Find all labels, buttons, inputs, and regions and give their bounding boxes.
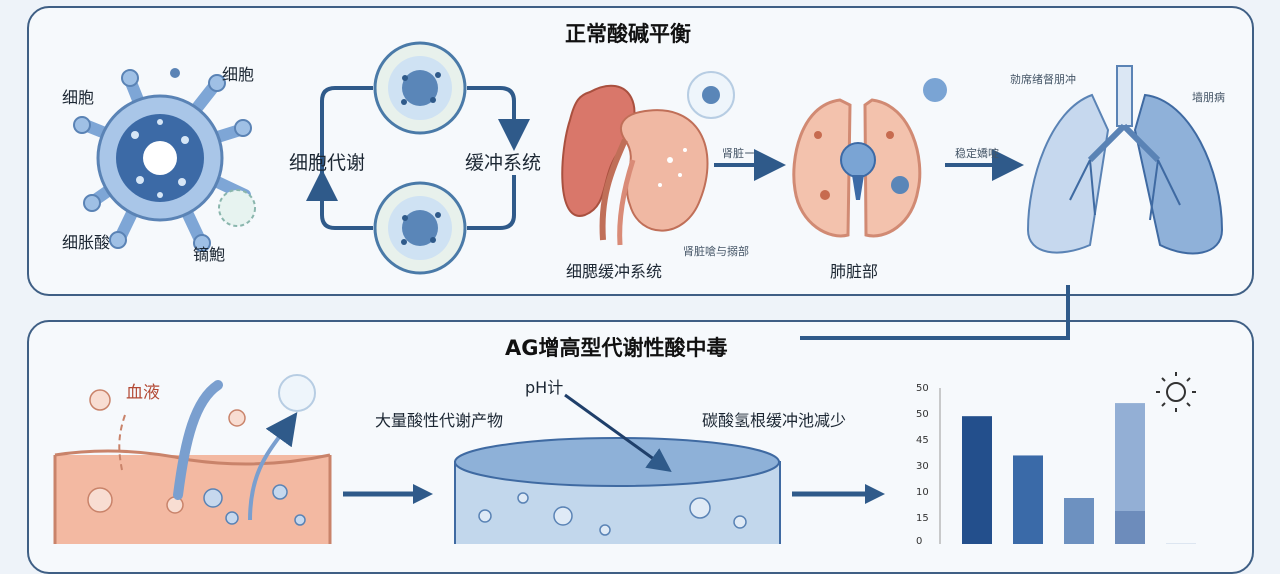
cycle-right-label: 缓冲系统 [465, 148, 541, 175]
chart-bar [1064, 498, 1094, 544]
cell-icon [74, 68, 255, 251]
blood-container-illustration [55, 375, 330, 544]
ag-acidosis-title: AG增高型代谢性酸中毒 [505, 332, 728, 362]
cell-label-bottomleft: 细胀酸 [62, 229, 110, 253]
ph-meter-label: pH计 [525, 374, 563, 398]
kidney-illustration [562, 72, 734, 245]
cycle-left-label: 细胞代谢 [289, 148, 365, 175]
chart-y-tick: 30 [916, 461, 929, 472]
kidney-arrow-label: 肾脏ー [722, 145, 755, 161]
lungs-right-label: 墙朋病 [1192, 89, 1225, 105]
lungs-top-label: 勍席绪督朋冲 [1010, 71, 1076, 87]
lung-section-caption: 肺脏部 [830, 258, 878, 282]
chart-y-tick: 0 [916, 536, 922, 547]
cell-label-topright: 细胞 [222, 61, 254, 85]
chart-bar [962, 416, 992, 544]
bicarbonate-bar-chart [940, 388, 1196, 544]
chart-bar [1013, 455, 1043, 544]
acid-metabolites-label: 大量酸性代谢产物 [375, 407, 503, 431]
chart-y-tick: 10 [916, 487, 929, 498]
chart-y-tick: 50 [916, 383, 929, 394]
panel-connector-line [800, 285, 1068, 338]
kidney-side-label: 肾脏嗆与搦部 [683, 243, 749, 259]
bicarbonate-pool-label: 碳酸氢根缓冲池减少 [702, 407, 846, 431]
lung-section-illustration [794, 78, 947, 236]
chart-bar-segment [1115, 511, 1145, 544]
chart-y-tick: 45 [916, 435, 929, 446]
chart-y-tick: 15 [916, 513, 929, 524]
normal-balance-title: 正常酸碱平衡 [565, 18, 691, 48]
chart-y-tick: 50 [916, 409, 929, 420]
lung-arrow-label: 稳定嬌啶 [955, 145, 999, 161]
cell-label-bottomright: 镝鮑 [193, 241, 225, 265]
kidney-caption: 细腮缓冲系统 [566, 258, 662, 282]
cell-label-topleft: 细胞 [62, 84, 94, 108]
sun-warning-icon [1156, 372, 1196, 412]
blood-label: 血液 [126, 378, 160, 403]
